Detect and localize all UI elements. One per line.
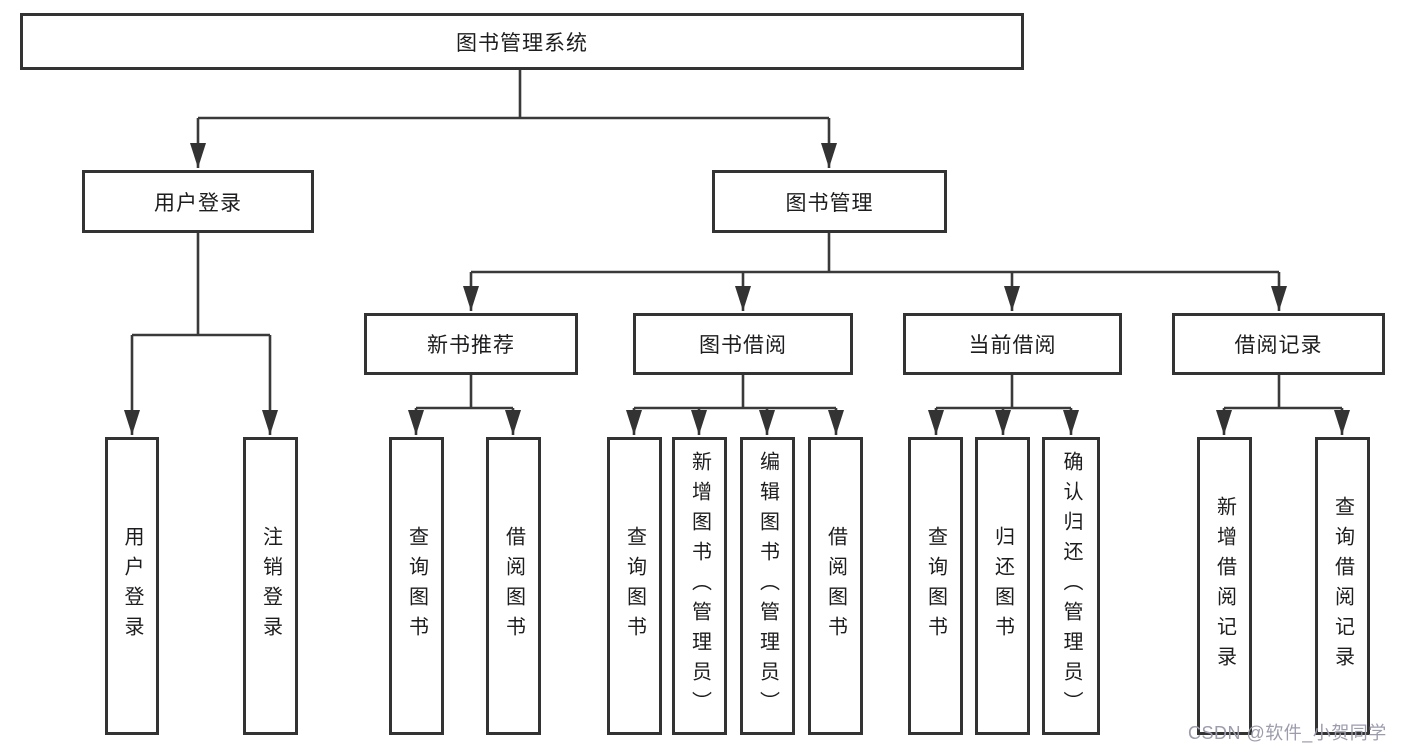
node-leaf-logout: 注销登录	[243, 437, 298, 735]
node-leaf-add-borrow-record: 新增借阅记录	[1197, 437, 1252, 735]
node-leaf-add-books-admin: 新增图书（管理员）	[672, 437, 727, 735]
node-leaf-query-books-current: 查询图书	[908, 437, 963, 735]
csdn-watermark: CSDN @软件_小贺同学	[1188, 723, 1387, 743]
node-leaf-edit-books-admin: 编辑图书（管理员）	[740, 437, 795, 735]
node-leaf-query-books-borrow: 查询图书	[607, 437, 662, 735]
node-book-borrow: 图书借阅	[633, 313, 853, 375]
node-leaf-query-borrow-record: 查询借阅记录	[1315, 437, 1370, 735]
node-leaf-confirm-return-admin: 确认归还（管理员）	[1042, 437, 1100, 735]
node-leaf-return-books: 归还图书	[975, 437, 1030, 735]
node-current-borrow: 当前借阅	[903, 313, 1122, 375]
node-leaf-borrow-books: 借阅图书	[808, 437, 863, 735]
node-leaf-query-books-recommend: 查询图书	[389, 437, 444, 735]
node-user-login: 用户登录	[82, 170, 314, 233]
node-borrow-records: 借阅记录	[1172, 313, 1385, 375]
node-leaf-user-login: 用户登录	[105, 437, 159, 735]
node-library-management-system: 图书管理系统	[20, 13, 1024, 70]
node-book-management: 图书管理	[712, 170, 947, 233]
node-leaf-borrow-books-recommend: 借阅图书	[486, 437, 541, 735]
node-new-book-recommend: 新书推荐	[364, 313, 578, 375]
